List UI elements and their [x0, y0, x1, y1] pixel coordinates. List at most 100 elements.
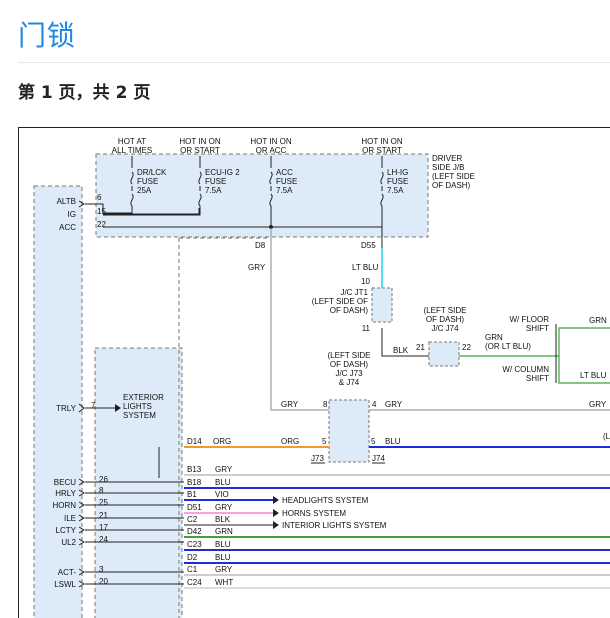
label-pin22: 22 [462, 343, 471, 352]
wiring-diagram-svg: HOT AT ALL TIMES HOT IN ON OR START HOT … [33, 137, 610, 618]
wire-color-code: GRY [215, 465, 233, 474]
fuse-4-type: FUSE [387, 177, 408, 186]
wire-connector: B1 [187, 490, 197, 499]
label-pin4: 4 [372, 400, 377, 409]
fuse-3-type: FUSE [276, 177, 297, 186]
ecu-pin-acc-num: 22 [97, 220, 106, 229]
fuse-1-amp: 25A [137, 186, 152, 195]
jb-label-3: (LEFT SIDE [432, 172, 475, 181]
ecu-box [33, 185, 83, 618]
fuse-3-name: ACC [276, 168, 293, 177]
label-paren-l: (L [603, 432, 610, 441]
label-pin5b: 5 [371, 437, 376, 446]
label-org: ORG [213, 437, 231, 446]
jc-j73-label-2: OF DASH) [330, 360, 369, 369]
fuse-2-header-2: OR START [180, 146, 220, 155]
wire-arrow [273, 521, 279, 529]
label-lt-blu-right: LT BLU [580, 371, 607, 380]
ecu-pin-altb: ALTB [57, 197, 76, 206]
wire-connector: C1 [187, 565, 198, 574]
jc-j74-box [428, 341, 460, 367]
label-j73: J73 [311, 454, 324, 463]
ecu-pin-wire [78, 514, 184, 522]
label-gry: GRY [248, 263, 266, 272]
wire-color-code: WHT [215, 578, 233, 587]
label-d14: D14 [187, 437, 202, 446]
fuse-2-header-1: HOT IN ON [179, 137, 220, 146]
ecu-pin-trly-num: 7 [91, 401, 96, 410]
jc-jt1-box [371, 287, 393, 323]
jc-j74-label-3: J/C J74 [431, 324, 459, 333]
jc-jt1-label-4: OF DASH) [330, 306, 369, 315]
ecu-pin-wire [78, 580, 184, 588]
ecu-pin-name: LCTY [56, 526, 77, 535]
fuse-3-header-2: OR ACC [256, 146, 287, 155]
ecu-pin-number: 21 [99, 511, 108, 520]
label-grn-right: GRN [589, 316, 607, 325]
label-or-lt-blu: (OR LT BLU) [485, 342, 531, 351]
ecu-pin-number: 20 [99, 577, 108, 586]
jc-j74-label-1: (LEFT SIDE [424, 306, 467, 315]
wire-connector: D2 [187, 553, 198, 562]
fuse-4-amp: 7.5A [387, 186, 404, 195]
fuse-4-name: LH-IG [387, 168, 408, 177]
wire-color-code: GRY [215, 503, 233, 512]
wire-destination: HORNS SYSTEM [282, 509, 346, 518]
label-j74: J74 [372, 454, 385, 463]
wire-connector: B13 [187, 465, 202, 474]
ext-lights-1: EXTERIOR [123, 393, 164, 402]
ecu-pin-number: 17 [99, 523, 108, 532]
page-indicator: 第 1 页，共 2 页 [18, 83, 151, 103]
ecu-pin-name: LSWL [54, 580, 76, 589]
jb-label-1: DRIVER [432, 154, 462, 163]
label-org-2: ORG [281, 437, 299, 446]
wire-arrow [273, 496, 279, 504]
jc-j73-label-4: & J74 [339, 378, 360, 387]
fuse-3-header-1: HOT IN ON [250, 137, 291, 146]
ext-lights-2: LIGHTS [123, 402, 152, 411]
ecu-pin-number: 8 [99, 486, 104, 495]
fuse-4-header-2: OR START [362, 146, 402, 155]
ecu-pin-wire [78, 568, 184, 576]
fuse-4-header-1: HOT IN ON [361, 137, 402, 146]
fuse-1-type: FUSE [137, 177, 158, 186]
ecu-pin-wire [78, 501, 184, 509]
column-shift-2: SHIFT [526, 374, 549, 383]
fuse-1-header-1: HOT AT [118, 137, 146, 146]
wire-destination: INTERIOR LIGHTS SYSTEM [282, 521, 387, 530]
wire-color-code: VIO [215, 490, 229, 499]
jc-j73-box [328, 399, 370, 463]
ecu-pin-number: 25 [99, 498, 108, 507]
floor-shift-2: SHIFT [526, 324, 549, 333]
ecu-panel [94, 347, 183, 618]
wire-connector: D42 [187, 527, 202, 536]
wire-connector: C24 [187, 578, 202, 587]
wire-color-code: BLU [215, 553, 231, 562]
jc-jt1-label-1: J/C JT1 [340, 288, 368, 297]
fuse-3-amp: 7.5A [276, 186, 293, 195]
label-gry-far: GRY [589, 400, 607, 409]
jc-j73-label-1: (LEFT SIDE [328, 351, 371, 360]
ext-lights-3: SYSTEM [123, 411, 156, 420]
label-lt-blu: LT BLU [352, 263, 379, 272]
jb-label-4: OF DASH) [432, 181, 471, 190]
ecu-pin-altb-num: 6 [97, 193, 102, 202]
label-pin5a: 5 [322, 437, 327, 446]
label-blu: BLU [385, 437, 401, 446]
ecu-pin-number: 3 [99, 565, 104, 574]
ecu-pin-name: ACT- [58, 568, 77, 577]
driver-side-jb-box [95, 153, 429, 238]
label-gry-left: GRY [281, 400, 299, 409]
ecu-pin-name: ILE [64, 514, 76, 523]
wire-color-code: BLU [215, 540, 231, 549]
fuse-2-amp: 7.5A [205, 186, 222, 195]
ecu-pin-number: 26 [99, 475, 108, 484]
jb-label-2: SIDE J/B [432, 163, 464, 172]
ecu-pin-acc: ACC [59, 223, 76, 232]
ecu-pin-ig: IG [68, 210, 76, 219]
label-pin8: 8 [323, 400, 328, 409]
ecu-pin-name: UL2 [61, 538, 76, 547]
fuse-2-name: ECU-IG 2 [205, 168, 240, 177]
